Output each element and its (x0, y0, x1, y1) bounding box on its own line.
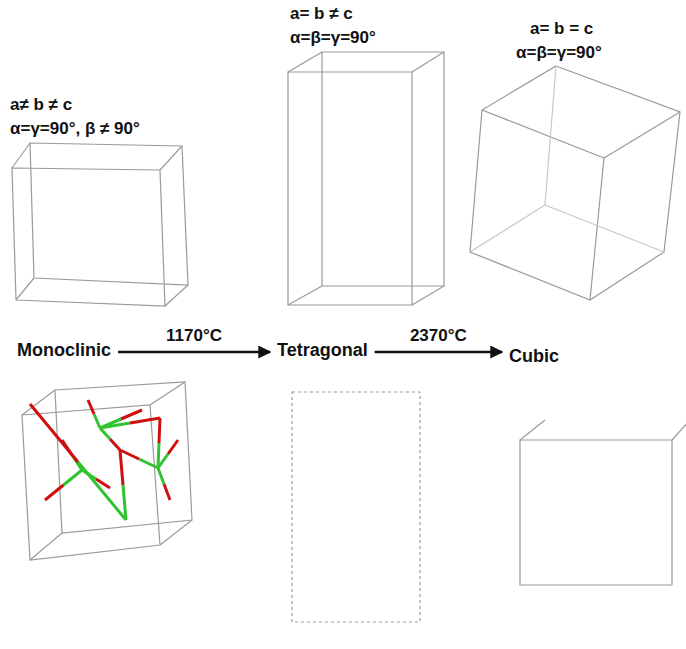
lattice-parameter: a= b = c (530, 18, 593, 39)
zr-o-bond (130, 418, 160, 423)
zr-o-bond (100, 428, 110, 439)
zr-o-bond (164, 484, 170, 500)
tetragonal-cell (322, 52, 444, 286)
phase-node: Tetragonal (274, 337, 371, 363)
monoclinic-cell (12, 168, 165, 306)
tetragonal-cell (288, 72, 412, 305)
phase-node: Monoclinic (14, 337, 114, 363)
zr-o-bond (120, 450, 139, 459)
lattice-parameter: a= b ≠ c (290, 3, 353, 24)
zr-o-bond (100, 423, 130, 428)
phase-node: Cubic (506, 343, 562, 369)
temperature-label: 1170°C (164, 326, 224, 346)
zr-o-bond (88, 400, 94, 414)
phase-name: Tetragonal (277, 339, 368, 361)
phase-name: Monoclinic (17, 339, 111, 361)
zr-o-bond (123, 485, 126, 520)
cubic-cell (470, 66, 680, 300)
lattice-parameter: a≠ b ≠ c (10, 94, 72, 115)
bonds (30, 400, 178, 520)
zr-o-bond (158, 468, 164, 484)
monoclinic-cell (30, 143, 188, 285)
zr-o-bond (139, 459, 158, 468)
lattice-parameter: α=β=γ=90° (516, 42, 602, 63)
zr-o-bond (168, 440, 178, 454)
zr-o-bond (64, 470, 83, 485)
temperature-label: 2370°C (408, 326, 469, 346)
phase-name: Cubic (509, 345, 559, 367)
zr-o-bond (120, 450, 123, 485)
zr-o-bond (110, 439, 120, 450)
lattice-parameter: α=γ=90°, β ≠ 90° (10, 118, 140, 139)
zr-o-bond (158, 443, 159, 468)
zr-o-bond (121, 410, 142, 419)
zr-o-bond (159, 418, 160, 443)
zr-o-bond (45, 485, 64, 500)
zr-o-bond (78, 462, 126, 520)
transition-arrow (375, 351, 502, 354)
zr-o-bond (94, 414, 100, 428)
transition-arrow (118, 351, 270, 354)
zr-o-bond (30, 404, 78, 462)
crystal-structures (30, 400, 178, 520)
lattice-parameter: α=β=γ=90° (290, 27, 376, 48)
